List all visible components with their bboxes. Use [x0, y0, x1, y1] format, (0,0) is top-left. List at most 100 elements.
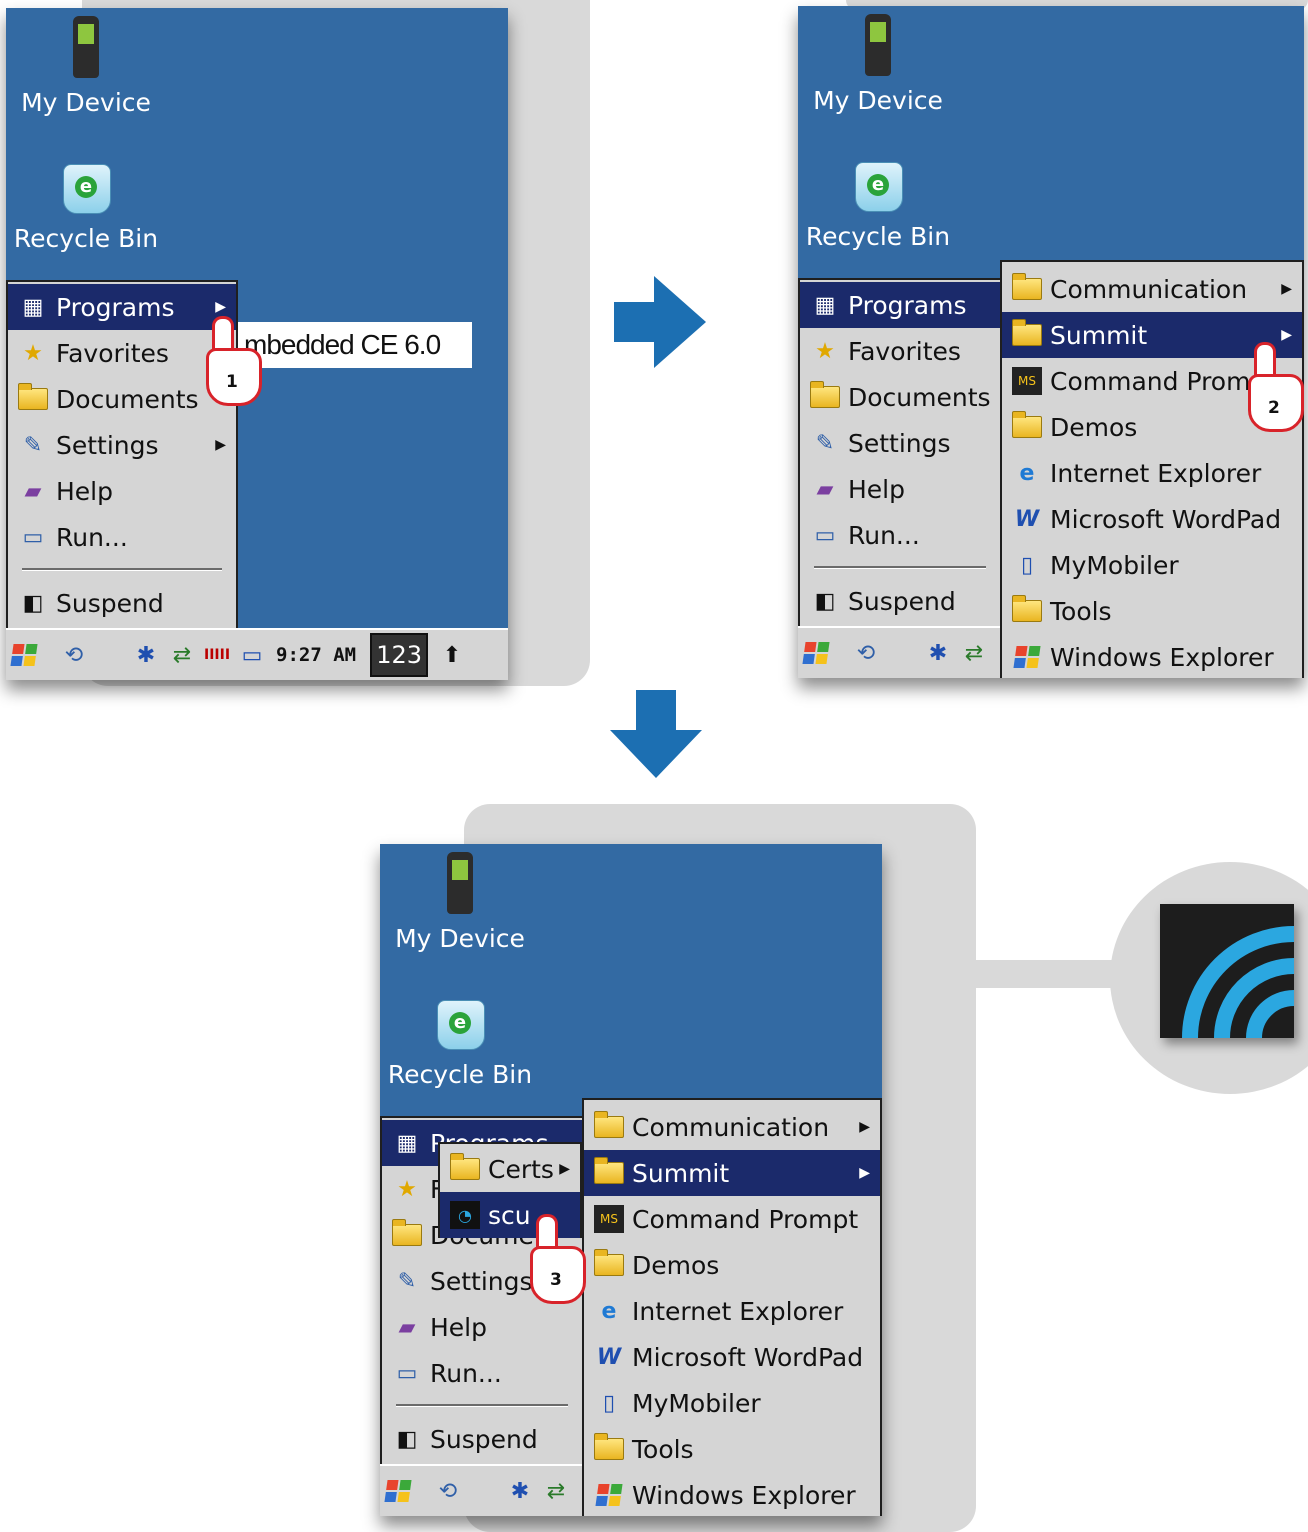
recycle-bin-label: Recycle Bin: [805, 222, 951, 251]
menu-item-certs[interactable]: Certs▶: [440, 1146, 580, 1192]
menu-item-windows-explorer[interactable]: Windows Explorer: [584, 1472, 880, 1516]
tools-icon: [1012, 595, 1042, 625]
suspend-icon: ◧: [22, 590, 44, 616]
step-number: 3: [550, 1270, 562, 1290]
menu-label: MyMobiler: [632, 1388, 761, 1418]
menu-item-settings[interactable]: ✎Settings: [382, 1258, 582, 1304]
star-icon: ★: [815, 338, 835, 364]
star-icon: ★: [397, 1176, 417, 1202]
menu-item-favorites[interactable]: ★ Favorites: [800, 328, 1000, 374]
menu-label: Programs: [848, 290, 967, 320]
menu-item-programs[interactable]: ▦Programs▶: [8, 284, 236, 330]
menu-item-communication[interactable]: Communication▶: [1002, 266, 1302, 312]
my-device-shortcut[interactable]: My Device: [6, 16, 166, 117]
start-button[interactable]: [6, 637, 42, 673]
menu-label: Demos: [632, 1250, 720, 1280]
menu-item-help[interactable]: ▰Help: [800, 466, 1000, 512]
connection-icon[interactable]: ⇄: [172, 642, 192, 668]
menu-item-mymobiler[interactable]: ▯ MyMobiler: [584, 1380, 880, 1426]
recycle-bin-shortcut[interactable]: e Recycle Bin: [6, 156, 166, 253]
connection-icon[interactable]: ⇄: [546, 1478, 566, 1504]
menu-label: Windows Explorer: [1050, 642, 1274, 672]
bluetooth-icon[interactable]: ✱: [510, 1478, 530, 1504]
connection-icon[interactable]: ⇄: [964, 640, 984, 666]
recycle-bin-shortcut[interactable]: e Recycle Bin: [798, 154, 958, 251]
wordpad-icon: W: [1014, 506, 1040, 532]
menu-item-suspend[interactable]: ◧Suspend: [800, 578, 1000, 624]
menu-item-help[interactable]: ▰Help: [382, 1304, 582, 1350]
menu-label: Internet Explorer: [632, 1296, 844, 1326]
sync-icon[interactable]: ⟲: [64, 642, 84, 668]
menu-item-tools[interactable]: Tools: [1002, 588, 1302, 634]
bluetooth-icon[interactable]: ✱: [928, 640, 948, 666]
recycle-bin-shortcut[interactable]: e Recycle Bin: [380, 992, 540, 1089]
recycle-bin-label: Recycle Bin: [13, 224, 159, 253]
menu-item-suspend[interactable]: ◧Suspend: [382, 1416, 582, 1462]
keyboard-toggle-icon[interactable]: ⬆: [442, 642, 462, 668]
os-version-label: mbedded CE 6.0: [238, 322, 472, 368]
menu-label: Suspend: [848, 586, 956, 616]
menu-item-programs[interactable]: ▦ Programs: [800, 282, 1000, 328]
programs-icon: ▦: [814, 292, 836, 318]
menu-label: Favorites: [56, 338, 169, 368]
menu-item-settings[interactable]: ✎Settings: [800, 420, 1000, 466]
folder-icon: [594, 1157, 624, 1187]
menu-item-documents[interactable]: Documents: [8, 376, 236, 422]
menu-label: Summit: [632, 1158, 730, 1188]
menu-item-mymobiler[interactable]: ▯MyMobiler: [1002, 542, 1302, 588]
windows-explorer-icon: [594, 1481, 624, 1509]
submenu-arrow-icon: ▶: [1281, 281, 1292, 297]
windows-logo-icon: [802, 642, 830, 664]
start-button[interactable]: [798, 635, 834, 671]
menu-label: Programs: [56, 292, 175, 322]
menu-label: Help: [430, 1312, 487, 1342]
menu-item-tools[interactable]: Tools: [584, 1426, 880, 1472]
menu-item-run[interactable]: ▭Run...: [382, 1350, 582, 1396]
bluetooth-icon[interactable]: ✱: [136, 642, 156, 668]
sync-icon[interactable]: ⟲: [438, 1478, 458, 1504]
menu-item-documents[interactable]: Documents: [800, 374, 1000, 420]
menu-item-favorites[interactable]: ★Favorites: [8, 330, 236, 376]
my-device-shortcut[interactable]: My Device: [798, 14, 958, 115]
menu-item-demos[interactable]: Demos: [584, 1242, 880, 1288]
menu-item-run[interactable]: ▭Run...: [800, 512, 1000, 558]
submenu-arrow-icon: ▶: [215, 437, 226, 453]
menu-item-demos[interactable]: Demos: [1002, 404, 1302, 450]
tap-pointer-step-1: 1: [196, 316, 266, 416]
menu-item-suspend[interactable]: ◧Suspend: [8, 580, 236, 626]
sync-icon[interactable]: ⟲: [856, 640, 876, 666]
menu-label: Favorites: [848, 336, 961, 366]
battery-icon[interactable]: ▭: [241, 642, 263, 668]
clock[interactable]: 9:27 AM: [276, 644, 357, 666]
step-number: 1: [226, 372, 238, 392]
internet-explorer-icon: e: [1019, 460, 1035, 486]
submenu-arrow-icon: ▶: [559, 1161, 570, 1177]
next-step-arrow-right: [614, 276, 706, 368]
menu-item-settings[interactable]: ✎Settings▶: [8, 422, 236, 468]
my-device-shortcut[interactable]: My Device: [380, 852, 540, 953]
wordpad-icon: W: [596, 1344, 622, 1370]
menu-item-summit[interactable]: Summit▶: [584, 1150, 880, 1196]
start-button[interactable]: [380, 1473, 416, 1509]
menu-item-run[interactable]: ▭Run...: [8, 514, 236, 560]
wifi-icon: [1182, 926, 1294, 1038]
menu-item-help[interactable]: ▰Help: [8, 468, 236, 514]
menu-label: Documents: [56, 384, 199, 414]
input-mode-button[interactable]: 123: [370, 633, 429, 677]
menu-label: Help: [56, 476, 113, 506]
menu-item-communication[interactable]: Communication▶: [584, 1104, 880, 1150]
callout-connector: [976, 960, 1116, 988]
device-icon: [71, 16, 101, 80]
menu-item-summit[interactable]: Summit▶: [1002, 312, 1302, 358]
menu-label: Windows Explorer: [632, 1480, 856, 1510]
menu-item-windows-explorer[interactable]: Windows Explorer: [1002, 634, 1302, 678]
mymobiler-icon: ▯: [602, 1390, 616, 1416]
settings-icon: ✎: [815, 430, 835, 456]
taskbar: ⟲ ✱ ⇄ IIIII ▭ 9:27 AM 123 ⬆: [6, 628, 508, 680]
